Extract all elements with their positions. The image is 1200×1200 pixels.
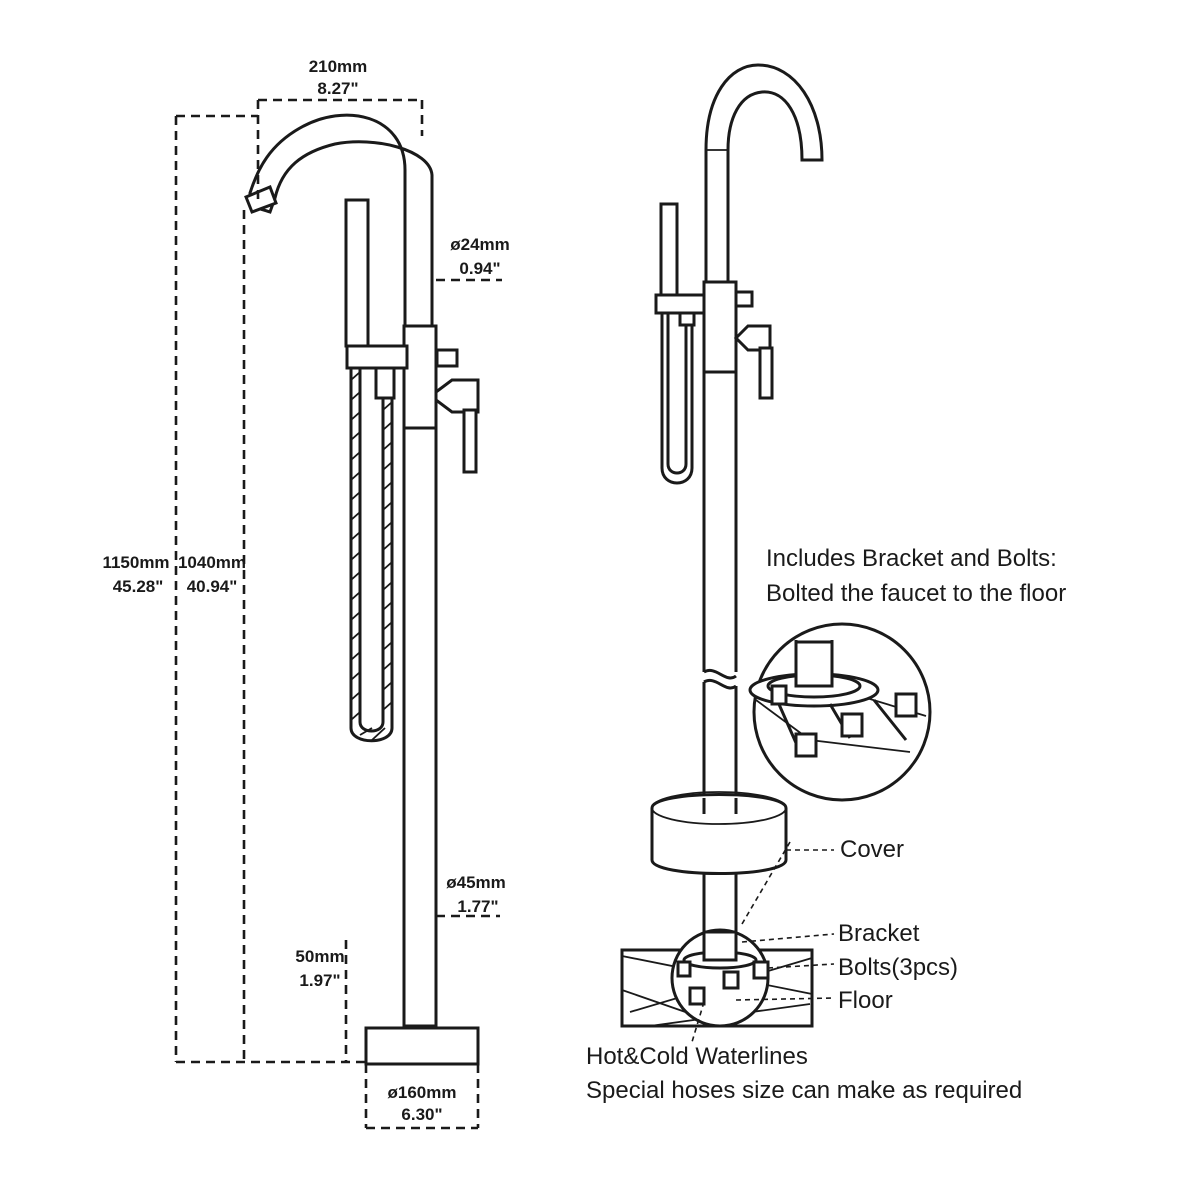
dim-base-height-mm: 50mm xyxy=(295,947,344,966)
dim-spout-width-inch: 8.27" xyxy=(317,79,358,98)
spout xyxy=(248,113,434,328)
dim-total-height-mm: 1150mm xyxy=(102,553,169,572)
hand-shower-3d xyxy=(659,202,679,300)
note-bracket-line2: Bolted the faucet to the floor xyxy=(766,580,1066,607)
holder-nut-3d xyxy=(678,311,696,327)
note-waterlines-line2: Special hoses size can make as required xyxy=(586,1077,1022,1104)
shower-holder xyxy=(345,344,409,370)
label-cover: Cover xyxy=(840,836,904,863)
dim-base-diameter-mm: ø160mm xyxy=(388,1083,457,1102)
column xyxy=(402,426,438,1028)
dim-column-diameter-inch: 1.77" xyxy=(457,897,498,916)
dim-pipe-diameter-mm: ø24mm xyxy=(450,235,510,254)
dim-spout-width-mm: 210mm xyxy=(309,57,368,76)
dim-base-height-inch: 1.97" xyxy=(299,971,340,990)
installation-view: Includes Bracket and Bolts: Bolted the f… xyxy=(586,63,1066,1104)
base xyxy=(364,1026,480,1066)
lever-handle xyxy=(462,408,478,474)
note-bracket-line1: Includes Bracket and Bolts: xyxy=(766,545,1057,572)
spout-tip xyxy=(244,185,278,214)
holder-nut xyxy=(374,366,396,400)
lever-handle-3d xyxy=(758,346,774,400)
hose-3d xyxy=(660,311,694,485)
label-floor: Floor xyxy=(838,987,893,1014)
diverter-knob xyxy=(435,348,459,368)
dim-spout-height-mm: 1040mm xyxy=(178,553,246,572)
column-3d xyxy=(702,372,738,680)
cover xyxy=(650,793,788,875)
holder-3d xyxy=(654,293,706,315)
dim-base-diameter-inch: 6.30" xyxy=(401,1105,442,1124)
lever-3d xyxy=(733,324,772,352)
label-bracket: Bracket xyxy=(838,920,920,947)
mixer-lever xyxy=(434,378,480,414)
dim-column-diameter-mm: ø45mm xyxy=(446,873,506,892)
dim-spout-height-inch: 40.94" xyxy=(187,577,238,596)
dim-pipe-diameter-inch: 0.94" xyxy=(459,259,500,278)
hose-hatching xyxy=(350,371,393,741)
note-waterlines-line1: Hot&Cold Waterlines xyxy=(586,1043,808,1070)
valve-body xyxy=(402,324,438,430)
dim-total-height-inch: 45.28" xyxy=(113,577,164,596)
front-view: 210mm 8.27" ø24mm 0.94" 1150mm 45.28" 10… xyxy=(102,57,510,1130)
spout-3d xyxy=(704,63,824,282)
valve-body-3d xyxy=(702,280,738,374)
hand-shower xyxy=(344,198,370,348)
diverter-3d xyxy=(734,290,754,308)
label-bolts: Bolts(3pcs) xyxy=(838,954,958,981)
